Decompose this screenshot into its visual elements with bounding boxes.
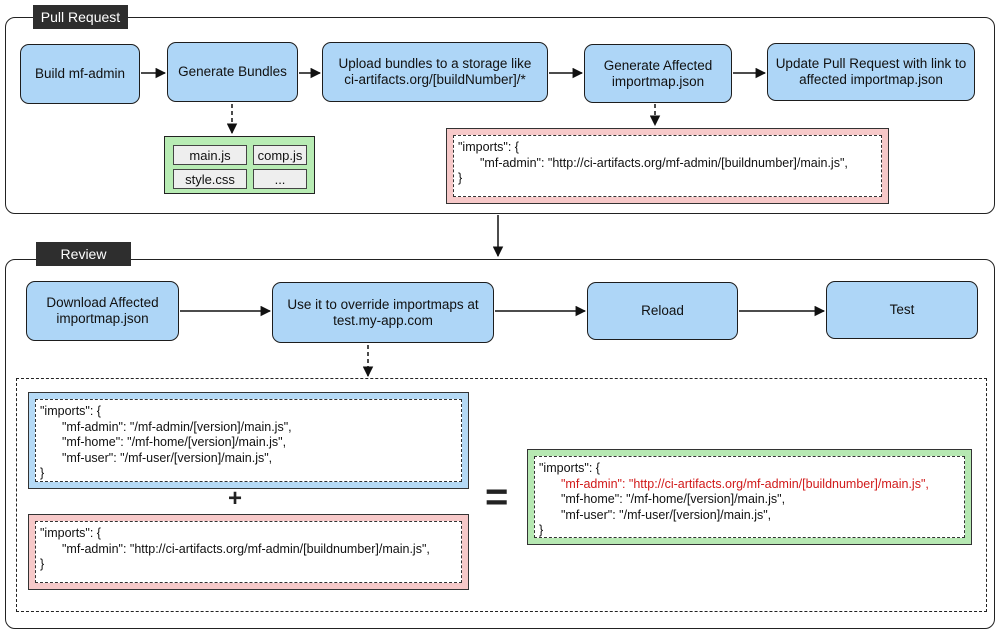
review-section <box>5 259 995 629</box>
override-importmap-box: "imports": { "mf-admin": "http://ci-arti… <box>28 514 469 590</box>
importmap-merge-area <box>16 378 987 612</box>
step-test: Test <box>826 281 978 339</box>
result-importmap-code: "imports": { "mf-admin": "http://ci-arti… <box>534 456 965 538</box>
step-reload: Reload <box>587 282 738 340</box>
file-comp-js: comp.js <box>253 145 307 165</box>
base-importmap-code: "imports": { "mf-admin": "/mf-admin/[ver… <box>35 399 462 482</box>
affected-importmap-code: "imports": { "mf-admin": "http://ci-arti… <box>453 135 882 197</box>
step-build-mf-admin: Build mf-admin <box>20 44 140 104</box>
step-download-affected-importmap: Download Affected importmap.json <box>26 281 179 341</box>
step-generate-affected-importmap: Generate Affected importmap.json <box>584 44 732 103</box>
plus-operator: + <box>228 485 243 512</box>
base-importmap-box: "imports": { "mf-admin": "/mf-admin/[ver… <box>28 392 469 489</box>
step-upload-bundles: Upload bundles to a storage like ci-arti… <box>322 42 548 102</box>
step-update-pull-request: Update Pull Request with link to affecte… <box>767 43 975 101</box>
file-more: ... <box>253 169 307 189</box>
affected-importmap-box: "imports": { "mf-admin": "http://ci-arti… <box>446 128 889 204</box>
step-generate-bundles: Generate Bundles <box>167 42 298 102</box>
equals-operator: = <box>485 475 509 519</box>
file-main-js: main.js <box>173 145 247 165</box>
file-style-css: style.css <box>173 169 247 189</box>
step-override-importmaps: Use it to override importmaps at test.my… <box>272 282 494 343</box>
override-importmap-code: "imports": { "mf-admin": "http://ci-arti… <box>35 521 462 583</box>
bundle-files-box: main.js comp.js style.css ... <box>164 136 315 194</box>
pull-request-label: Pull Request <box>33 5 128 29</box>
result-importmap-box: "imports": { "mf-admin": "http://ci-arti… <box>527 449 972 545</box>
review-label: Review <box>36 242 131 266</box>
pull-request-section <box>5 17 995 214</box>
